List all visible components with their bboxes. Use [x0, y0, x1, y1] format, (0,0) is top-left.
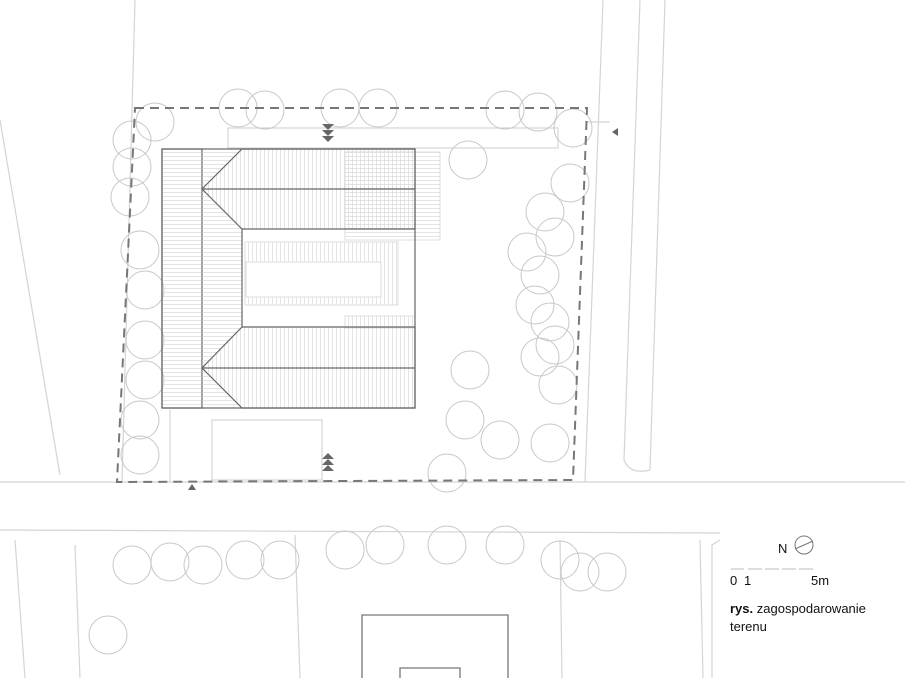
boundary-dashed: [115, 107, 589, 484]
caption-prefix: rys.: [730, 601, 754, 616]
tree-canopy: [507, 232, 547, 272]
tree-canopy: [530, 302, 570, 342]
tree-canopy: [135, 102, 175, 142]
tree-canopy: [245, 90, 285, 130]
access-arrow-icon: [612, 128, 618, 136]
tree-canopy: [120, 435, 160, 475]
context-building-south: [361, 614, 509, 678]
north-label: N: [778, 541, 788, 556]
tree-canopy: [427, 525, 467, 565]
entrance-arrows: [188, 124, 618, 490]
access-arrow-icon: [188, 484, 196, 490]
scale-tick-1: 1: [744, 573, 752, 588]
tree-canopy: [450, 350, 490, 390]
entrance-arrow-icon: [322, 453, 334, 459]
tree-canopy: [120, 230, 160, 270]
tree-canopy: [485, 525, 525, 565]
tree-canopy: [88, 615, 128, 655]
tree-canopy: [550, 163, 590, 203]
scale-tick-0: 0: [730, 573, 738, 588]
tree-canopy: [112, 545, 152, 585]
tree-canopy: [525, 192, 565, 232]
tree-canopy: [480, 420, 520, 460]
tree-canopy: [427, 453, 467, 493]
caption-text: zagospodarowanie terenu: [730, 601, 866, 634]
tree-canopy: [125, 320, 165, 360]
entrance-arrow-icon: [322, 124, 334, 130]
tree-canopy: [183, 545, 223, 585]
tree-canopy: [150, 542, 190, 582]
tree-canopy: [520, 337, 560, 377]
tree-canopy: [520, 255, 560, 295]
tree-canopy: [445, 400, 485, 440]
tree-canopy: [225, 540, 265, 580]
tree-canopy: [125, 360, 165, 400]
tree-canopy: [587, 552, 627, 592]
tree-canopy: [535, 325, 575, 365]
tree-canopy: [448, 140, 488, 180]
tree-canopy: [540, 540, 580, 580]
trees: [88, 88, 627, 655]
north-arrow-icon: [794, 535, 814, 555]
building: [161, 148, 441, 409]
tree-canopy: [530, 423, 570, 463]
tree-canopy: [325, 530, 365, 570]
tree-canopy: [218, 88, 258, 128]
tree-canopy: [365, 525, 405, 565]
tree-canopy: [260, 540, 300, 580]
tree-canopy: [485, 90, 525, 130]
tree-canopy: [538, 365, 578, 405]
tree-canopy: [515, 285, 555, 325]
tree-canopy: [535, 217, 575, 257]
scale-tick-5: 5m: [811, 573, 830, 588]
tree-canopy: [518, 92, 558, 132]
tree-canopy: [560, 552, 600, 592]
tree-canopy: [120, 400, 160, 440]
drawing-caption: rys. zagospodarowanie terenu: [730, 600, 900, 636]
tree-canopy: [125, 270, 165, 310]
tree-canopy: [112, 120, 152, 160]
